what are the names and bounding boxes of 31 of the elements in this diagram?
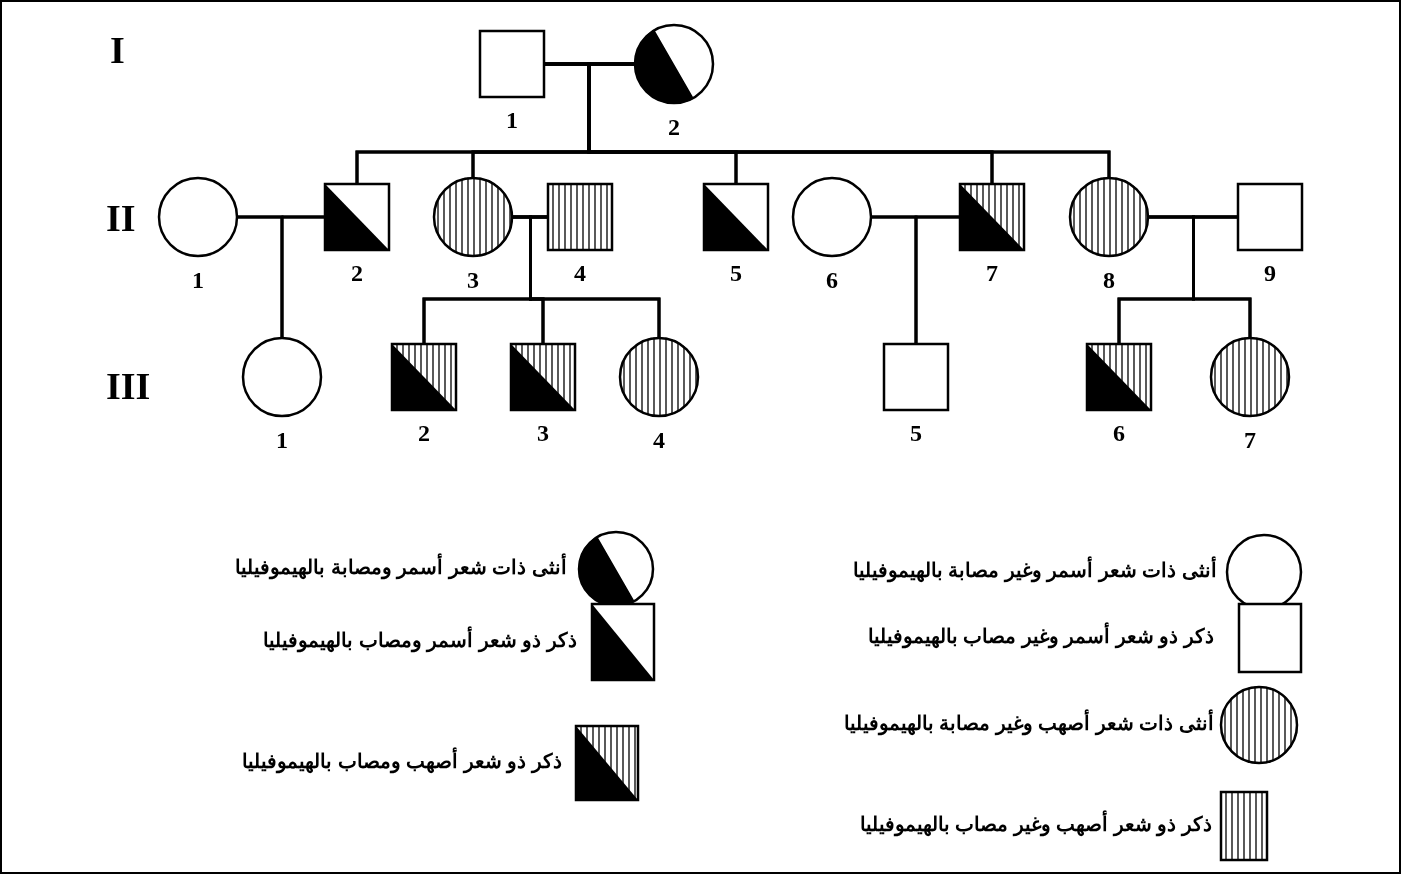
individual-number: 8 (1103, 267, 1115, 293)
legend-text: ذكر ذو شعر أصهب ومصاب بالهيموفيليا (242, 749, 562, 773)
individual-number: 3 (537, 420, 549, 446)
individual-number: 2 (668, 114, 680, 140)
individual-number: 9 (1264, 260, 1276, 286)
legend-text: ذكر ذو شعر أسمر ومصاب بالهيموفيليا (263, 628, 577, 652)
individual-number: 1 (276, 427, 288, 453)
individual-number: 2 (418, 420, 430, 446)
individual-number: 6 (1113, 420, 1125, 446)
legend-text: أنثى ذات شعر أصهب وغير مصابة بالهيموفيليا (843, 711, 1214, 735)
legend-text: أنثى ذات شعر أسمر ومصابة بالهيموفيليا (235, 555, 567, 579)
legend-text: ذكر ذو شعر أصهب وغير مصاب بالهيموفيليا (859, 812, 1212, 836)
individual-number: 4 (653, 427, 665, 453)
legend-text: أنثى ذات شعر أسمر وغير مصابة بالهيموفيليا (852, 558, 1217, 582)
generation-label: II (106, 198, 136, 238)
pedigree-line (280, 215, 325, 337)
generation-label: III (106, 366, 151, 406)
individual-number: 5 (730, 260, 742, 286)
individual-number: 3 (467, 267, 479, 293)
individual-number: 4 (574, 260, 586, 286)
legend-text: ذكر ذو شعر أسمر وغير مصاب بالهيموفيليا (867, 624, 1214, 648)
individual-number: 7 (986, 260, 998, 286)
pedigree-line (1192, 215, 1252, 337)
pedigree-line (914, 215, 960, 344)
individual-number: 1 (506, 107, 518, 133)
individual-number: 5 (910, 420, 922, 446)
individual-number: 2 (351, 260, 363, 286)
individual-number: 6 (826, 267, 838, 293)
generation-label: I (110, 30, 125, 70)
individual-number: 7 (1244, 427, 1256, 453)
individual-number: 1 (192, 267, 204, 293)
